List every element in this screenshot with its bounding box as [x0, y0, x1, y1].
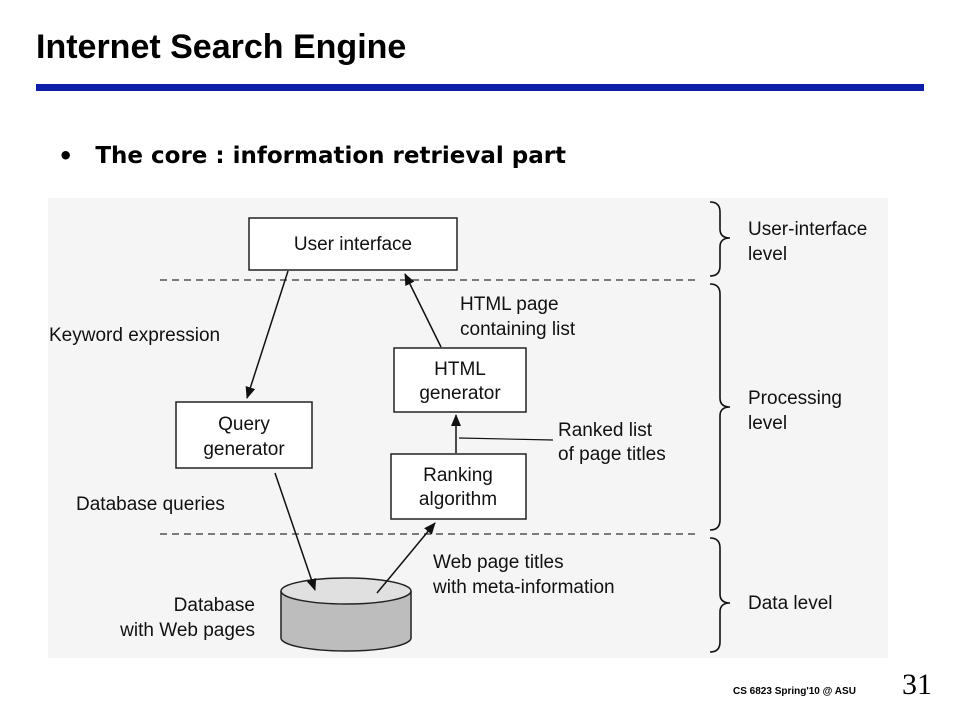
- data-level-brace: [709, 537, 731, 653]
- bullet-dot-icon: •: [58, 142, 74, 170]
- ranking-algorithm-label-line2: algorithm: [419, 489, 497, 510]
- arrow-database-to-ranking: [376, 522, 436, 594]
- footer-course-text: CS 6823 Spring'10 @ ASU: [733, 686, 856, 697]
- keyword-expression-label: Keyword expression: [49, 325, 220, 346]
- user-interface-label: User interface: [294, 234, 412, 255]
- slide-title: Internet Search Engine: [36, 28, 407, 66]
- bullet-item: • The core : information retrieval part: [58, 142, 566, 170]
- ranking-algorithm-box: [390, 453, 527, 520]
- database-label-line2: with Web pages: [119, 620, 255, 641]
- search-engine-diagram: User interface HTML generator Query gene…: [48, 198, 888, 658]
- ranked-list-pointer: [458, 437, 554, 441]
- user-interface-level-label-line2: level: [748, 244, 787, 265]
- page-number: 31: [902, 668, 932, 701]
- title-rule: [36, 84, 924, 91]
- arrow-keyword-to-query: [245, 270, 289, 399]
- database-cylinder: [280, 577, 412, 652]
- html-page-label-line2: containing list: [460, 319, 576, 340]
- user-interface-level-label-line1: User-interface: [748, 219, 867, 240]
- arrow-html-to-user-interface: [404, 273, 442, 348]
- arrow-query-to-database: [274, 472, 317, 591]
- database-queries-label: Database queries: [76, 494, 225, 515]
- processing-level-label-line2: level: [748, 413, 787, 434]
- html-generator-box: [393, 347, 527, 413]
- query-generator-label-line2: generator: [203, 439, 285, 460]
- bullet-text: The core : information retrieval part: [95, 143, 567, 169]
- web-page-titles-label-line2: with meta-information: [432, 577, 615, 598]
- html-page-label-line1: HTML page: [460, 294, 559, 315]
- query-generator-label-line1: Query: [218, 414, 270, 435]
- processing-level-label-line1: Processing: [748, 388, 842, 409]
- user-interface-box: [248, 217, 458, 271]
- processing-level-brace: [709, 283, 731, 531]
- html-generator-label-line1: HTML: [434, 359, 486, 380]
- html-generator-label-line2: generator: [419, 383, 501, 404]
- query-generator-box: [175, 401, 313, 469]
- database-label-line1: Database: [174, 595, 255, 616]
- ranked-list-label-line1: Ranked list: [558, 420, 653, 441]
- data-level-label: Data level: [748, 593, 833, 614]
- web-page-titles-label-line1: Web page titles: [433, 552, 564, 573]
- user-interface-level-brace: [709, 201, 731, 277]
- ranking-algorithm-label-line1: Ranking: [423, 465, 493, 486]
- ranked-list-label-line2: of page titles: [558, 444, 666, 465]
